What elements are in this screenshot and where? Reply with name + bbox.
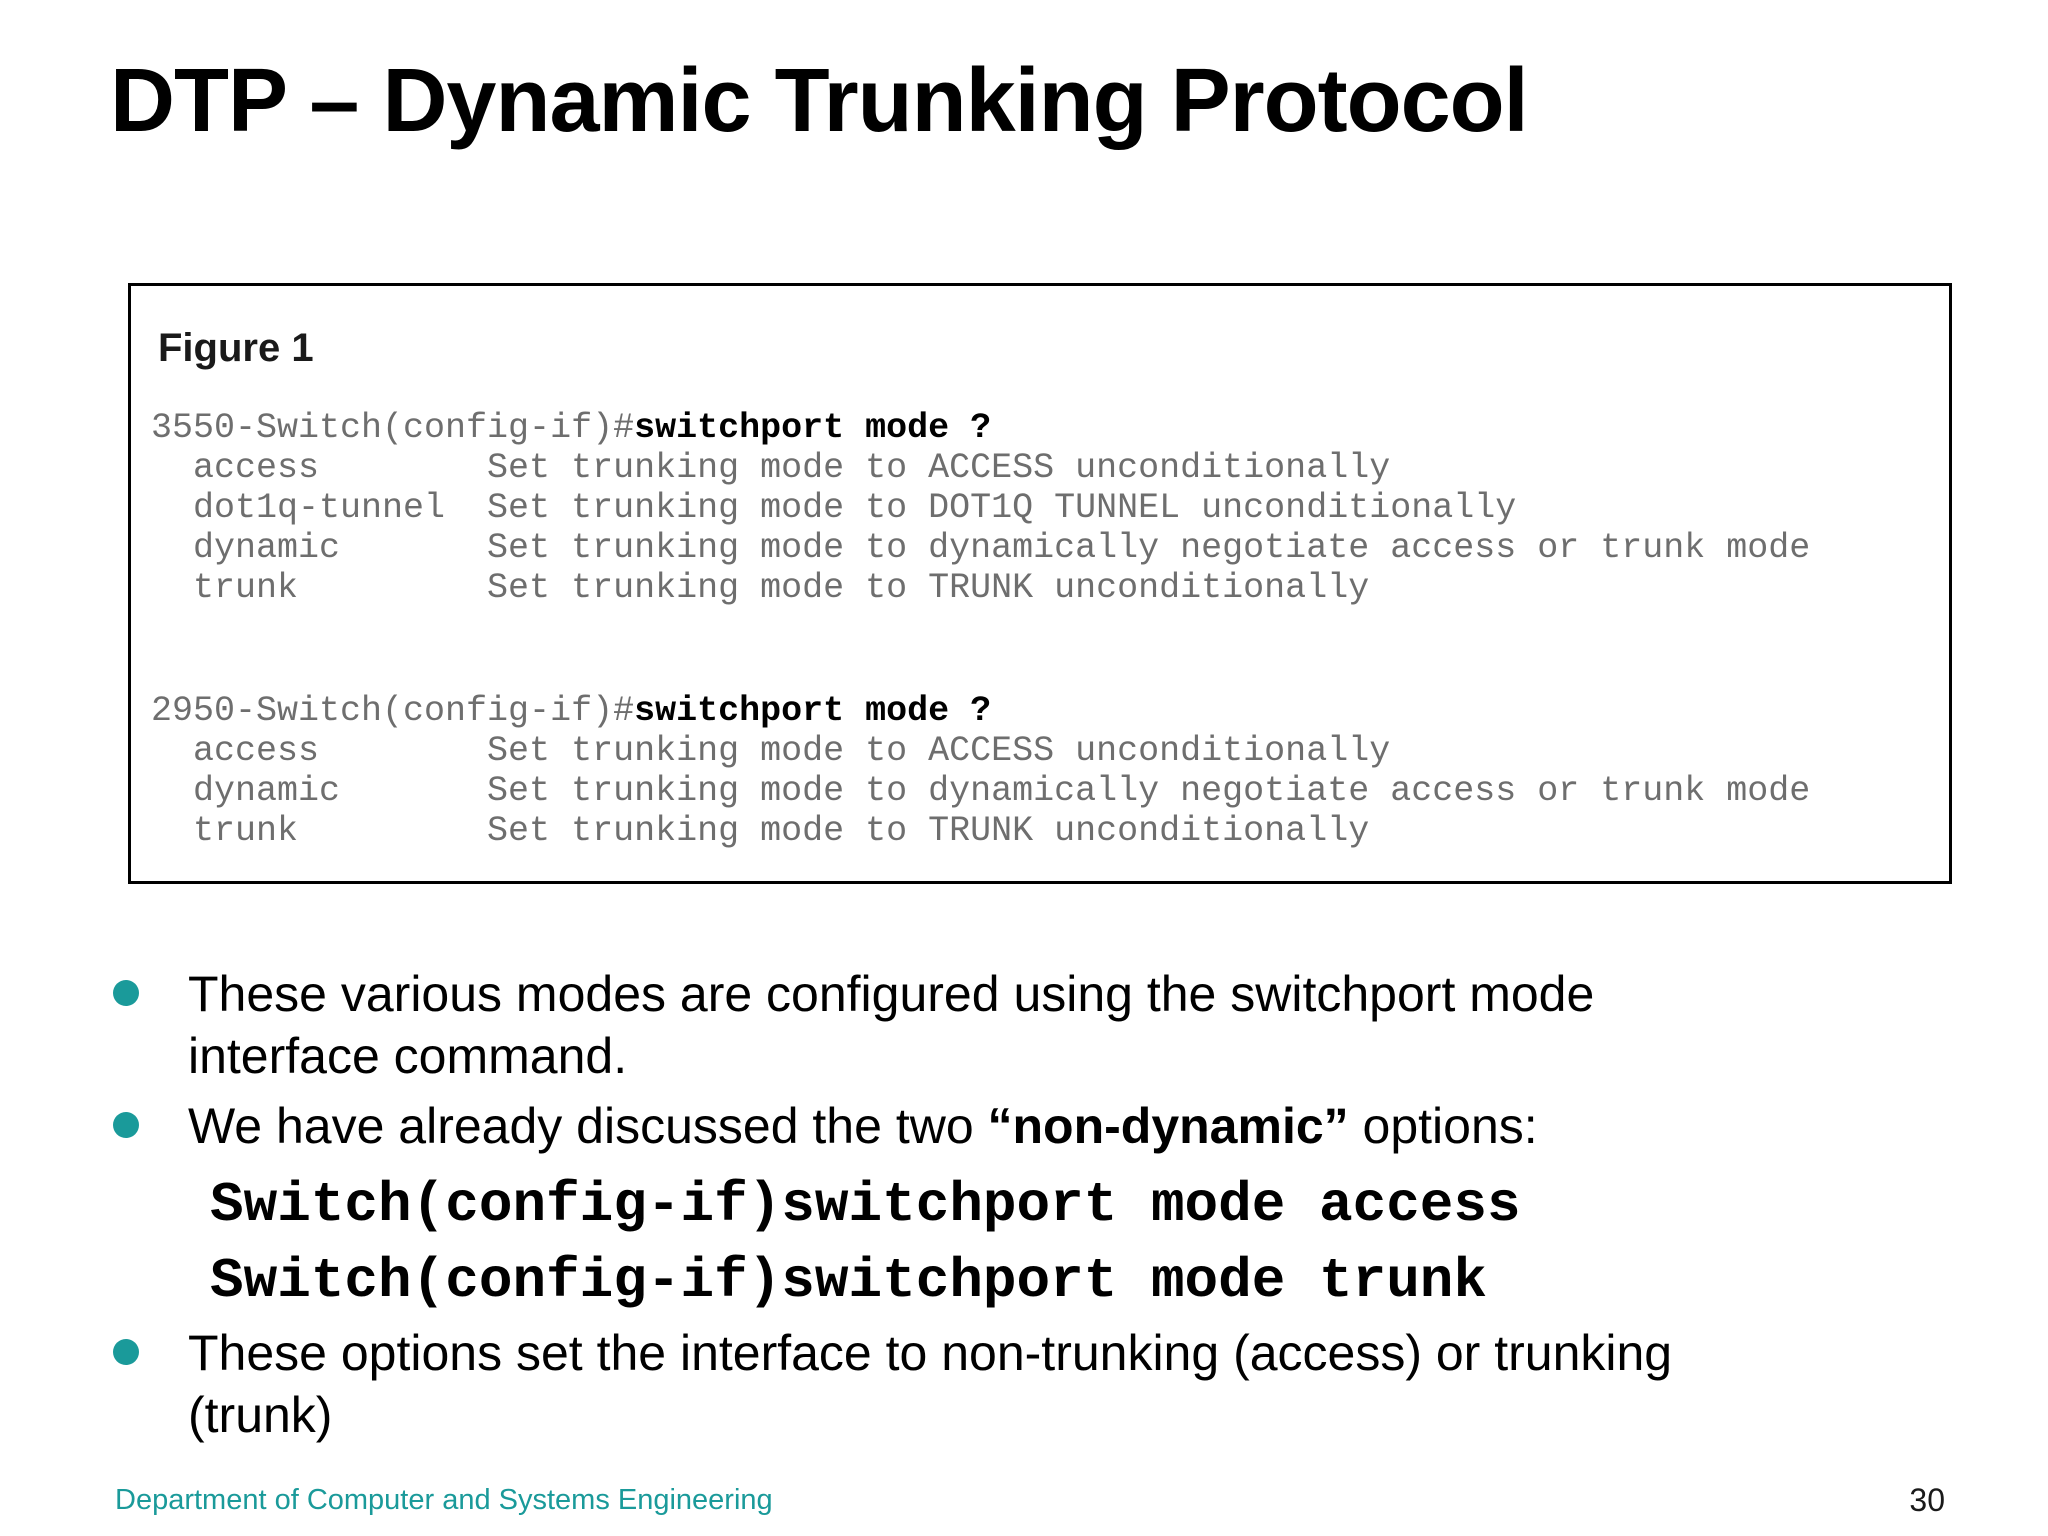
- bullet-item-options: These options set the interface to non-t…: [113, 1322, 1672, 1446]
- bullet-item-modes: These various modes are configured using…: [113, 963, 1594, 1087]
- bullet-text-modes: These various modes are configured using…: [188, 966, 1595, 1084]
- bullet-text-non-dynamic: We have already discussed the two “non-d…: [188, 1095, 1538, 1157]
- figure-box: Figure 1 3550-Switch(config-if)#switchpo…: [128, 283, 1952, 884]
- cli-command-2950: switchport mode ?: [634, 691, 992, 731]
- bullet-icon: [113, 1112, 139, 1138]
- cli-command-3550: switchport mode ?: [634, 408, 992, 448]
- cli-prompt-3550: 3550-Switch(config-if)#: [151, 408, 635, 448]
- command-line-access: Switch(config-if)switchport mode access: [210, 1173, 1521, 1237]
- cli-prompt-2950: 2950-Switch(config-if)#: [151, 691, 635, 731]
- figure-label: Figure 1: [158, 326, 314, 370]
- bullet-icon: [113, 980, 139, 1006]
- page-title: DTP – Dynamic Trunking Protocol: [110, 51, 1529, 151]
- bullet-text-pre: We have already discussed the two: [188, 1098, 988, 1154]
- footer-department: Department of Computer and Systems Engin…: [115, 1484, 773, 1516]
- terminal-output-3550: 3550-Switch(config-if)#switchport mode ?…: [151, 408, 1810, 608]
- terminal-output-2950: 2950-Switch(config-if)#switchport mode ?…: [151, 691, 1810, 851]
- cli-options-3550: access Set trunking mode to ACCESS uncon…: [193, 448, 1811, 608]
- page-number: 30: [1909, 1482, 1945, 1518]
- command-line-trunk: Switch(config-if)switchport mode trunk: [210, 1249, 1488, 1313]
- bullet-icon: [113, 1339, 139, 1365]
- bullet-text-post: options:: [1348, 1098, 1538, 1154]
- bullet-text-options: These options set the interface to non-t…: [188, 1325, 1673, 1443]
- bullet-text-bold: “non-dynamic”: [987, 1098, 1349, 1154]
- bullet-item-non-dynamic: We have already discussed the two “non-d…: [113, 1095, 1538, 1157]
- cli-options-2950: access Set trunking mode to ACCESS uncon…: [193, 731, 1811, 851]
